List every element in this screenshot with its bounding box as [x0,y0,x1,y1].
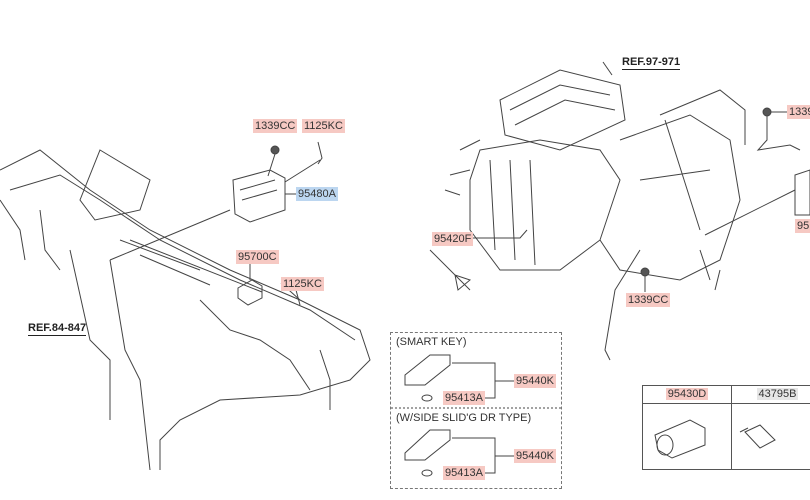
part-label-95430d[interactable]: 95430D [665,388,709,400]
table-item-drawings [654,419,776,459]
part-label-1125kc[interactable]: 1125KC [302,119,345,133]
side-sliding-door-title: (W/SIDE SLID'G DR TYPE) [396,412,532,424]
part-label-95-cut[interactable]: 95 [795,219,810,233]
part-label-95413a[interactable]: 95413A [443,391,485,405]
part-label-1339-cut[interactable]: 1339 [787,105,810,119]
part-label-95700c[interactable]: 95700C [236,250,279,264]
module-drawing [109,141,323,261]
part-label-1339cc-2[interactable]: 1339CC [626,293,671,307]
part-label-95440k[interactable]: 95440K [514,374,556,388]
part-label-95480a[interactable]: 95480A [296,187,338,201]
crash-pad-frame-drawing [0,149,371,471]
part-label-43795b[interactable]: 43795B [756,388,799,400]
parts-table: 95430D 43795B [642,385,810,470]
hvac-unit-drawing [429,61,746,361]
right-parts-drawing [704,107,810,236]
table-divider [731,386,732,469]
reference-label-84-847[interactable]: REF.84-847 [28,322,87,336]
part-label-95420f[interactable]: 95420F [432,232,474,246]
part-label-1339cc[interactable]: 1339CC [253,119,298,133]
reference-label-97-971[interactable]: REF.97-971 [622,56,681,70]
part-label-95413a-2[interactable]: 95413A [443,466,485,480]
part-label-95440k-2[interactable]: 95440K [514,449,556,463]
smart-key-box [390,332,562,489]
table-header-95430d[interactable]: 95430D [643,386,732,404]
part-label-1125kc-2[interactable]: 1125KC [281,277,324,291]
smart-key-title: (SMART KEY) [396,336,467,348]
table-header-43795b[interactable]: 43795B [732,386,810,404]
